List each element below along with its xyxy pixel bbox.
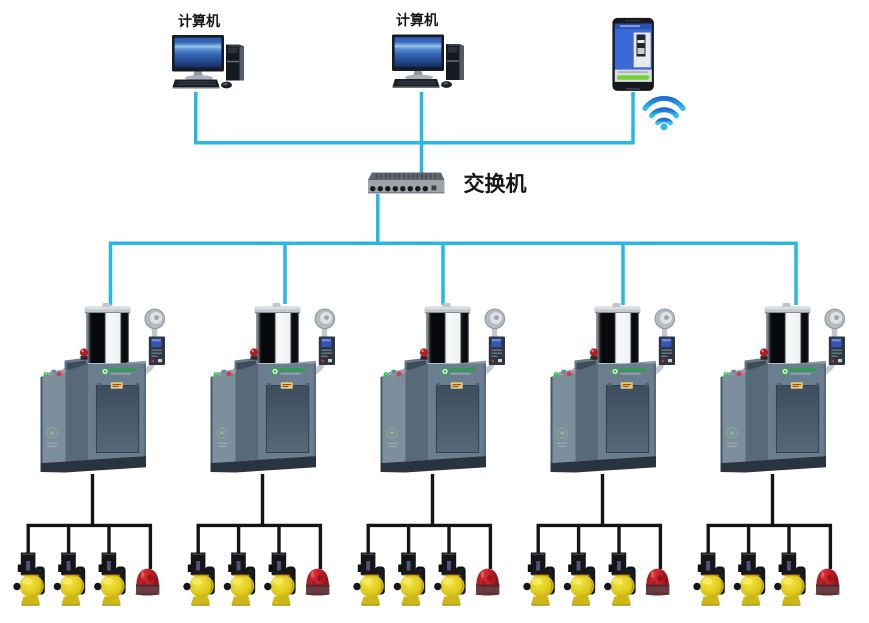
- svg-text:交换机: 交换机: [464, 172, 527, 196]
- svg-text:计算机: 计算机: [178, 13, 220, 29]
- svg-text:计算机: 计算机: [396, 12, 438, 28]
